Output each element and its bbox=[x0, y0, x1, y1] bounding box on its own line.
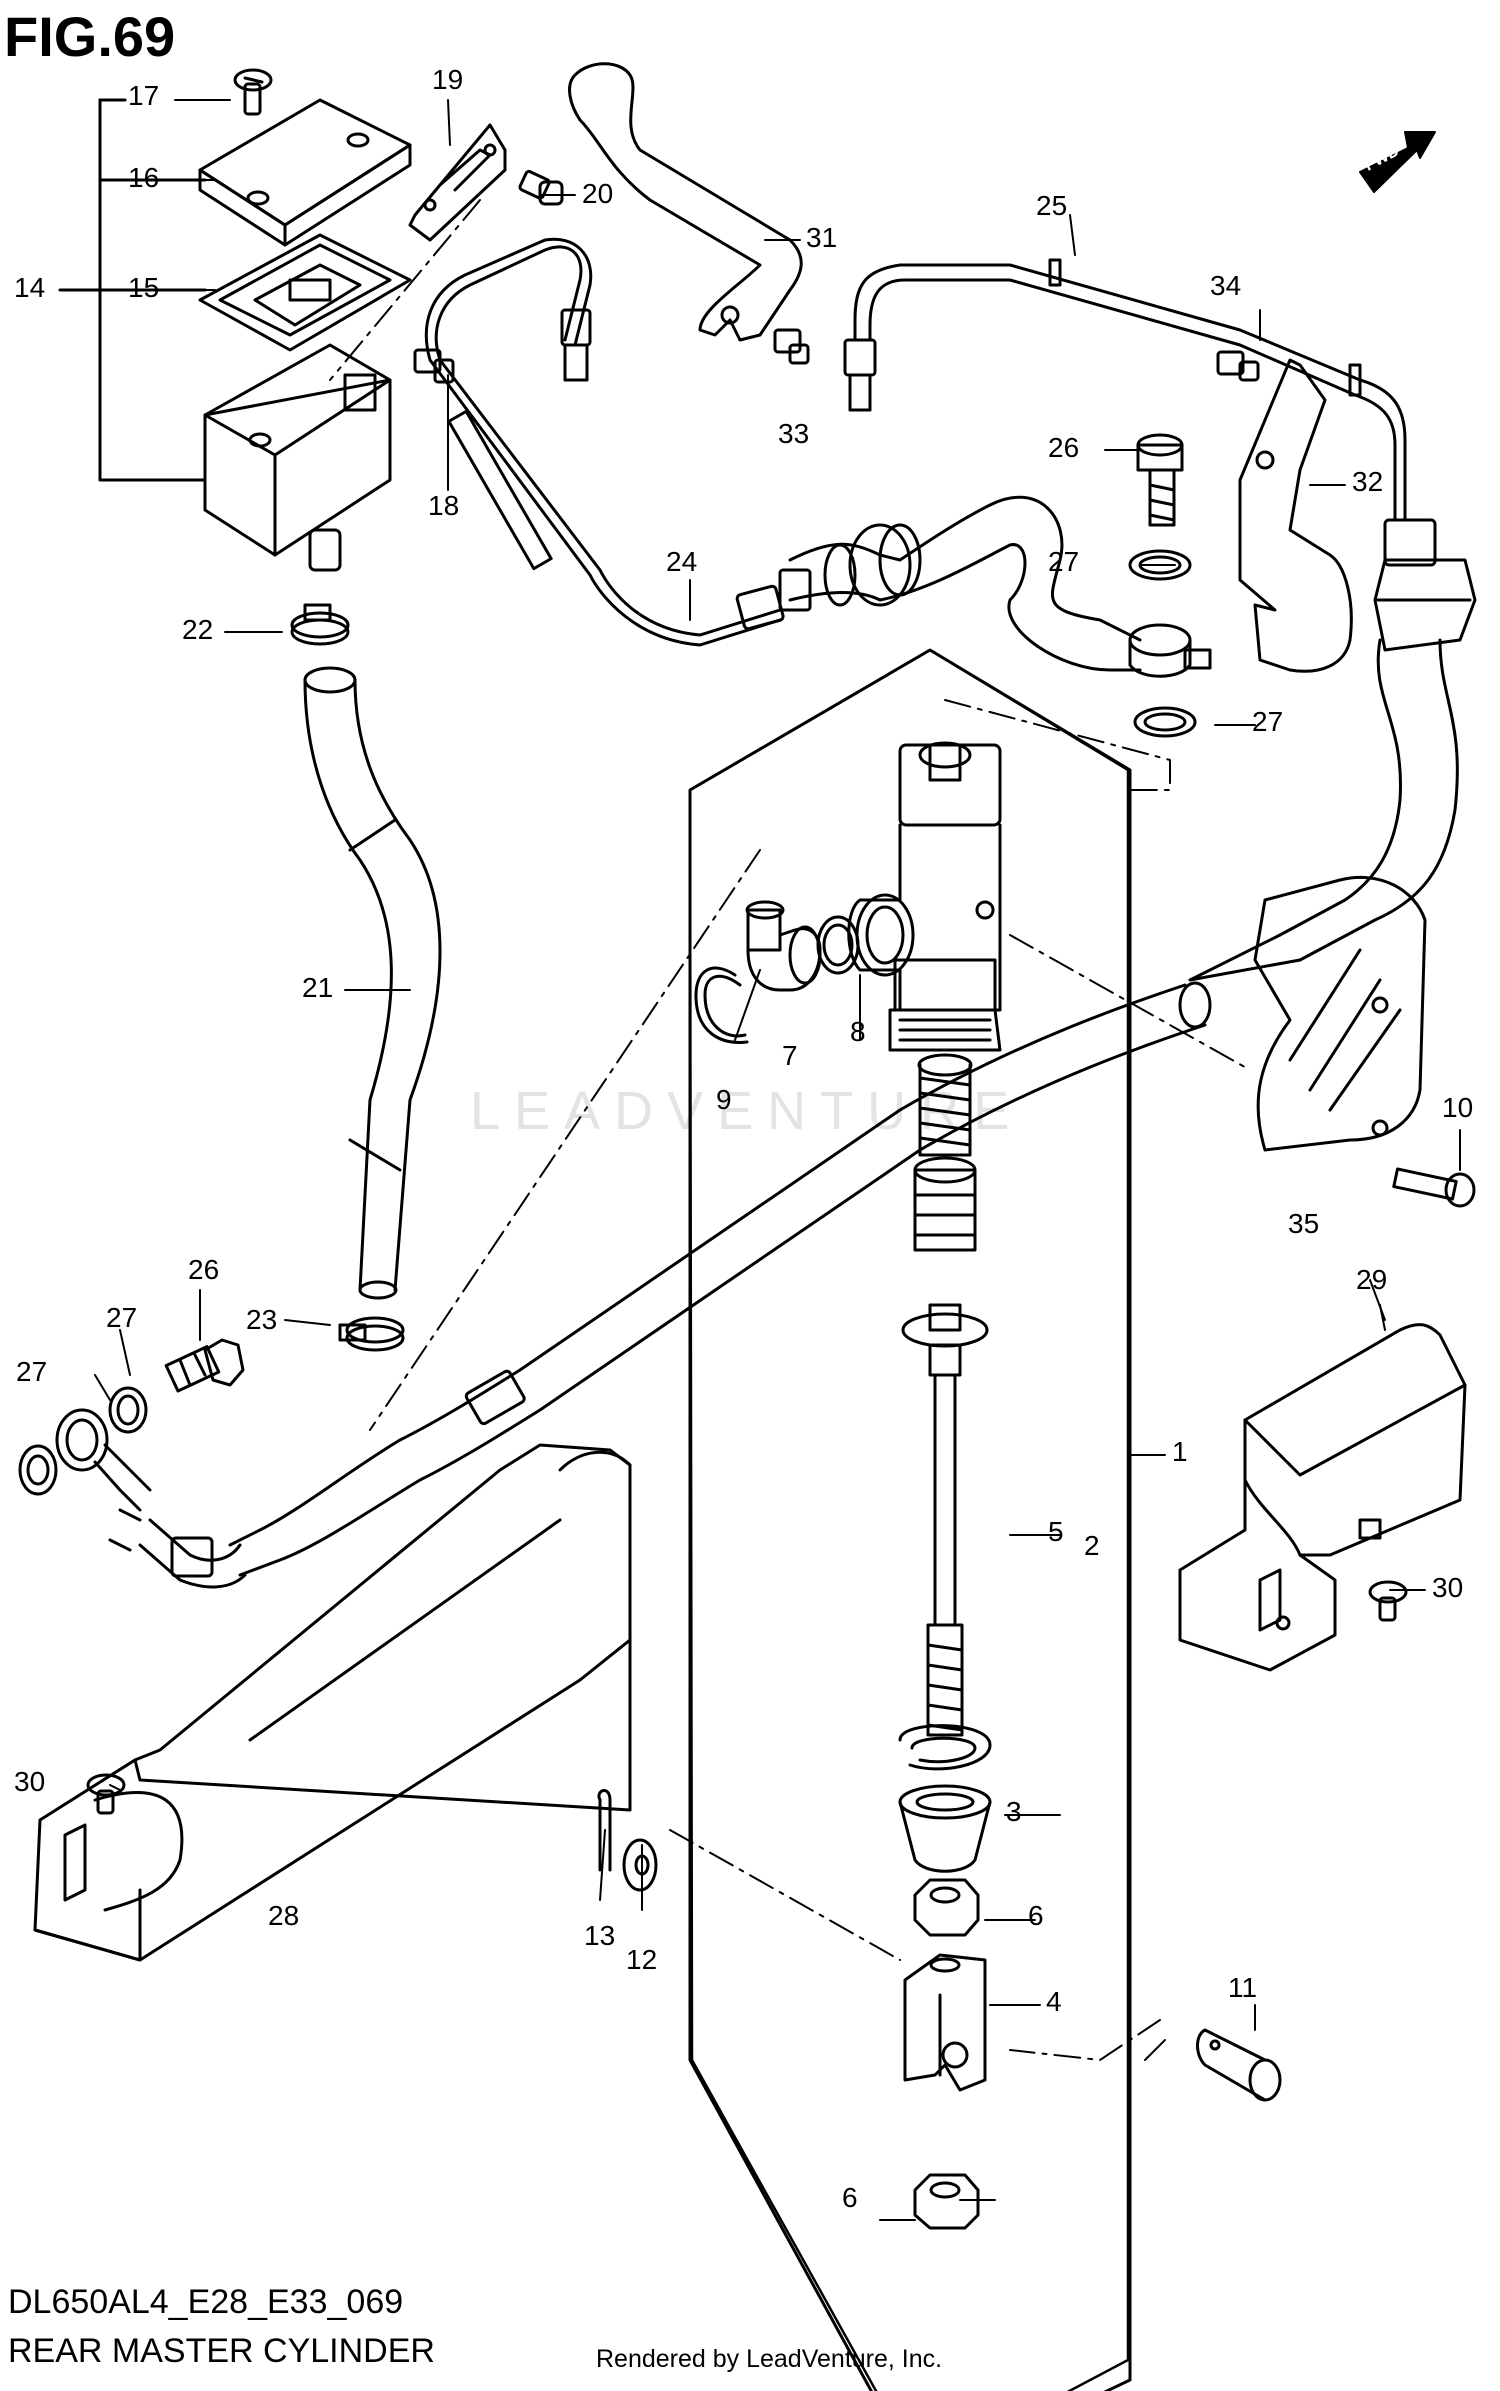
callout-24: 24 bbox=[666, 546, 698, 577]
part-4-clevis bbox=[903, 1953, 987, 2092]
callout-14: 14 bbox=[14, 272, 46, 303]
part-27-washer-middle bbox=[1133, 706, 1197, 738]
part-17-screw bbox=[233, 68, 273, 116]
part-27-washer-lower-b bbox=[18, 1444, 58, 1496]
part-21-hose bbox=[303, 666, 442, 1300]
part-27-washer-upper bbox=[1128, 549, 1192, 581]
callout-4: 4 bbox=[1046, 1986, 1062, 2017]
callout-31: 31 bbox=[806, 222, 838, 253]
part-2-circlip bbox=[898, 1724, 992, 1771]
callout-35: 35 bbox=[1288, 1208, 1320, 1239]
part-29-cover bbox=[1178, 1323, 1467, 1672]
part-8-o-ring bbox=[816, 915, 860, 975]
part-20-bolt bbox=[518, 169, 564, 206]
part-1-master-cylinder-body bbox=[847, 741, 1002, 1052]
part-35-protector-hose bbox=[1188, 518, 1477, 982]
callout-6-upper: 6 bbox=[1028, 1900, 1044, 1931]
part-28-protector bbox=[33, 1443, 632, 1962]
callout-22: 22 bbox=[182, 614, 214, 645]
callout-13: 13 bbox=[584, 1920, 616, 1951]
part-34-bolt bbox=[1216, 350, 1260, 382]
part-3-boot bbox=[898, 1784, 992, 1873]
part-11-clevis-pin bbox=[1196, 2028, 1282, 2102]
callout-19: 19 bbox=[432, 64, 464, 95]
part-35-heat-shield bbox=[1253, 875, 1427, 1152]
part-13-cotter-pin bbox=[597, 1789, 612, 1872]
callout-27-middle: 27 bbox=[1252, 706, 1284, 737]
callout-25: 25 bbox=[1036, 190, 1068, 221]
callout-11: 11 bbox=[1228, 1972, 1258, 2003]
part-24-hose-fitting bbox=[778, 495, 1142, 672]
part-26-banjo-bolt bbox=[1136, 433, 1184, 527]
callout-32: 32 bbox=[1352, 466, 1384, 497]
callout-16: 16 bbox=[128, 162, 160, 193]
part-27-banjo-lower bbox=[55, 1408, 152, 1512]
callout-2: 2 bbox=[1084, 1530, 1100, 1561]
part-9-circlip bbox=[694, 966, 749, 1044]
part-brake-hose-main bbox=[108, 981, 1212, 1589]
callout-20: 20 bbox=[582, 178, 614, 209]
part-22-clamp bbox=[290, 603, 350, 646]
part-6-nut-lower bbox=[913, 2173, 980, 2230]
part-10-screw bbox=[1392, 1167, 1476, 1208]
callout-26-lower: 26 bbox=[188, 1254, 220, 1285]
part-7-connector bbox=[745, 900, 822, 992]
part-27-banjo-fitting bbox=[1128, 623, 1212, 678]
part-2-piston-spring bbox=[917, 1053, 973, 1157]
part-6-nut-upper bbox=[913, 1878, 980, 1937]
part-26-banjo-bolt-lower bbox=[164, 1338, 245, 1393]
part-27-washer-lower-a bbox=[108, 1386, 148, 1434]
part-24-brake-pipe bbox=[424, 237, 785, 647]
callout-1: 1 bbox=[1172, 1436, 1188, 1467]
assembly-frame-outline bbox=[688, 648, 1130, 2391]
callout-7: 7 bbox=[782, 1040, 798, 1071]
callout-9: 9 bbox=[716, 1084, 732, 1115]
model-code: DL650AL4_E28_E33_069 bbox=[8, 2283, 404, 2321]
part-33-bolt bbox=[773, 328, 810, 365]
part-31-bracket bbox=[568, 62, 803, 342]
callout-21: 21 bbox=[302, 972, 334, 1003]
part-23-clamp bbox=[338, 1316, 405, 1352]
leader-lines bbox=[94, 99, 1461, 2221]
callout-5: 5 bbox=[1048, 1516, 1064, 1547]
part-2-piston bbox=[913, 1156, 977, 1252]
figure-number: FIG.69 bbox=[4, 5, 176, 68]
guide-lines bbox=[329, 199, 1251, 2061]
part-25-brake-pipe bbox=[843, 258, 1407, 522]
callout-30-left: 30 bbox=[14, 1766, 46, 1797]
callout-27-lower-a: 27 bbox=[106, 1302, 138, 1333]
callout-29: 29 bbox=[1356, 1264, 1388, 1295]
callout-18: 18 bbox=[428, 490, 460, 521]
callout-12: 12 bbox=[626, 1944, 658, 1975]
callout-27-upper: 27 bbox=[1048, 546, 1080, 577]
callout-10: 10 bbox=[1442, 1092, 1474, 1123]
callout-30-right: 30 bbox=[1432, 1572, 1464, 1603]
callout-33: 33 bbox=[778, 418, 810, 449]
part-5-push-rod bbox=[901, 1303, 989, 1737]
callout-34: 34 bbox=[1210, 270, 1242, 301]
callout-28: 28 bbox=[268, 1900, 300, 1931]
part-16-reservoir-cap bbox=[198, 98, 412, 247]
render-credit: Rendered by LeadVenture, Inc. bbox=[596, 2345, 943, 2373]
callout-27-lower-b: 27 bbox=[16, 1356, 48, 1387]
callout-6-lower: 6 bbox=[842, 2182, 858, 2213]
part-30-screw-left bbox=[86, 1773, 126, 1815]
part-14-reservoir bbox=[203, 343, 392, 572]
callout-26-upper: 26 bbox=[1048, 432, 1080, 463]
part-15-diaphragm bbox=[198, 233, 412, 352]
part-12-washer bbox=[622, 1838, 658, 1892]
callout-15: 15 bbox=[128, 272, 160, 303]
callout-8: 8 bbox=[850, 1016, 866, 1047]
forward-arrow-icon bbox=[1359, 131, 1436, 193]
diagram-title: REAR MASTER CYLINDER bbox=[8, 2332, 435, 2370]
part-19-bracket bbox=[408, 123, 507, 242]
callout-23: 23 bbox=[246, 1304, 278, 1335]
part-32-bracket bbox=[1238, 358, 1353, 673]
part-30-screw-right bbox=[1368, 1580, 1408, 1622]
callout-17: 17 bbox=[128, 80, 160, 111]
callout-3: 3 bbox=[1006, 1796, 1022, 1827]
